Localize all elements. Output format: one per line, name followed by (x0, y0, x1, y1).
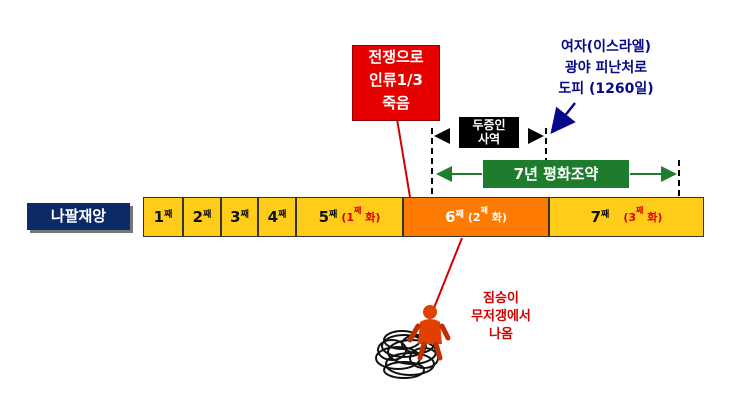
beast-figure-icon (407, 305, 451, 361)
peace-treaty-label: 7년 평화조약 (483, 160, 629, 188)
israel-flight-note: 여자(이스라엘) 광야 피난처로 도피 (1260일) (558, 39, 654, 97)
beast-from-abyss-note: 짐승이 무저갱에서 나옴 (471, 291, 531, 342)
first-woe-label: (1째 화) (341, 206, 381, 224)
third-woe-label: (3째 화) (623, 206, 663, 224)
war-death-note: 전쟁으로 인류1/3 죽음 (352, 45, 440, 121)
trumpet-judgments-label: 나팔재앙 (27, 203, 130, 230)
war-pointer-line (396, 118, 411, 198)
israel-pointer-arrow (550, 102, 576, 134)
beast-pointer-line (429, 237, 463, 319)
two-witnesses-label: 두증인 사역 (459, 117, 519, 148)
second-woe-label: (2째 화) (467, 206, 507, 224)
